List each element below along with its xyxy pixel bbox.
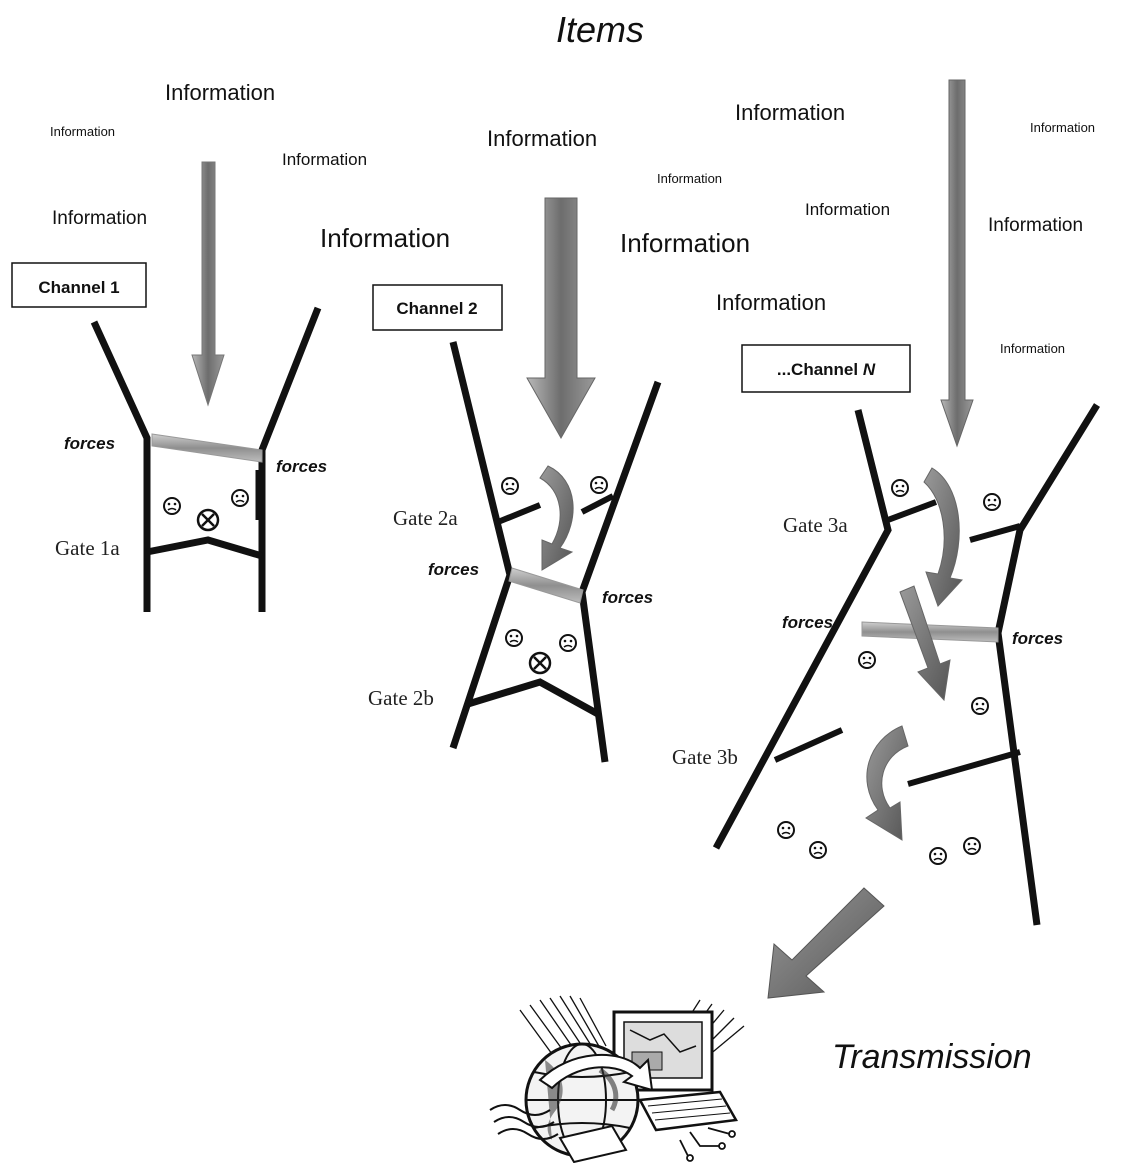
agent-face-icon — [778, 822, 794, 838]
channel-wall-right — [998, 405, 1097, 925]
gate-2a-bar-left — [498, 505, 540, 522]
information-flow-arrow — [941, 80, 973, 446]
gate-label: Gate 3a — [783, 513, 848, 537]
channel-2: Channel 2 forces forces Gate 2a Gate 2b — [368, 198, 658, 762]
agent-face-icon — [964, 838, 980, 854]
agent-face-icon — [591, 477, 607, 493]
information-text: Information — [735, 100, 845, 125]
channel-wall-right — [582, 382, 658, 762]
information-text: Information — [1030, 120, 1095, 135]
forces-label: forces — [782, 613, 833, 632]
blocked-gate-icon — [530, 653, 550, 673]
channel-wall-left — [94, 322, 147, 612]
gate-3a-bar-right — [970, 526, 1020, 540]
forces-label: forces — [428, 560, 479, 579]
gate-1a-bar — [147, 540, 262, 556]
agent-face-icon — [984, 494, 1000, 510]
transmission-arrow — [768, 888, 884, 998]
agent-face-icon — [892, 480, 908, 496]
forces-label: forces — [602, 588, 653, 607]
gate-label: Gate 2b — [368, 686, 434, 710]
information-text: Information — [487, 126, 597, 151]
gate-label: Gate 2a — [393, 506, 458, 530]
channel-label: ...Channel N — [777, 360, 876, 379]
information-text: Information — [50, 124, 115, 139]
gate-label: Gate 1a — [55, 536, 120, 560]
forces-label: forces — [1012, 629, 1063, 648]
agent-face-icon — [560, 635, 576, 651]
information-text: Information — [988, 215, 1083, 236]
information-text: Information — [52, 208, 147, 229]
gate-3b-bar-right — [908, 752, 1020, 784]
information-text: Information — [620, 228, 750, 258]
gate-2b-bar — [468, 682, 598, 714]
forces-label: forces — [64, 434, 115, 453]
agent-face-icon — [810, 842, 826, 858]
information-text: Information — [1000, 341, 1065, 356]
agent-face-icon — [930, 848, 946, 864]
transmission-label: Transmission — [832, 1038, 1032, 1076]
globe-computer-icon — [490, 996, 744, 1162]
information-text: Information — [716, 290, 826, 315]
agent-face-icon — [859, 652, 875, 668]
agent-face-icon — [972, 698, 988, 714]
gate-3b-bar-left — [775, 730, 842, 760]
agent-face-icon — [502, 478, 518, 494]
agent-face-icon — [164, 498, 180, 514]
gate-3a-bar-left — [888, 502, 936, 520]
information-text: Information — [165, 80, 275, 105]
force-bar — [152, 434, 262, 462]
information-text: Information — [320, 223, 450, 253]
channel-label: Channel 2 — [396, 299, 477, 318]
channel-1: Channel 1 forces forces Gate 1a — [12, 162, 327, 612]
agent-face-icon — [232, 490, 248, 506]
channel-label: Channel 1 — [38, 278, 119, 297]
agent-face-icon — [506, 630, 522, 646]
force-bar — [509, 568, 583, 603]
blocked-gate-icon — [198, 510, 218, 530]
channel-wall-left — [453, 342, 510, 748]
curved-flow-arrow — [540, 466, 573, 570]
curved-flow-arrow — [924, 468, 962, 606]
gate-label: Gate 3b — [672, 745, 738, 769]
information-flow-arrow — [527, 198, 595, 438]
curved-flow-arrow — [866, 726, 908, 840]
information-text: Information — [282, 150, 367, 169]
information-text: Information — [657, 171, 722, 186]
forces-label: forces — [276, 457, 327, 476]
information-text: Information — [805, 200, 890, 219]
diagram-title: Items — [556, 9, 644, 50]
information-flow-arrow — [900, 586, 950, 700]
information-flow-arrow — [192, 162, 224, 405]
